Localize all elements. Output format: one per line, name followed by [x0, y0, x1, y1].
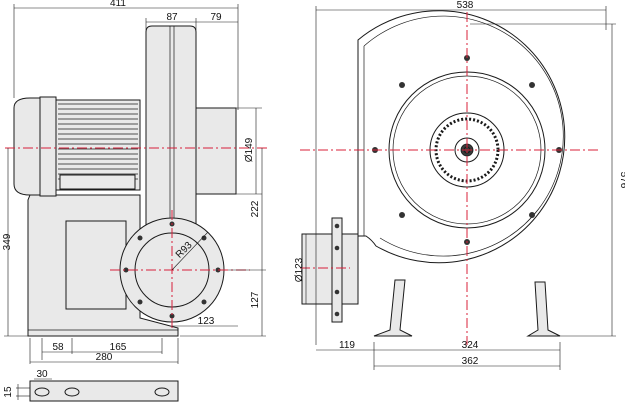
- base-slot-detail: [29, 380, 179, 402]
- dim-127: 127: [250, 291, 261, 308]
- dim-79: 79: [210, 12, 222, 23]
- front-volute-inner: [363, 15, 564, 257]
- front-outlet-flange: [331, 217, 343, 323]
- dim-119: 119: [339, 340, 355, 351]
- side-inlet-duct: [195, 107, 237, 195]
- dim-576: 576: [618, 172, 625, 189]
- front-volute: [357, 10, 566, 264]
- side-flange-bolts: [123, 221, 221, 319]
- dim-538: 538: [457, 0, 474, 11]
- base-slot-1: [34, 387, 50, 397]
- side-view: [5, 25, 270, 337]
- dim-362: 362: [462, 356, 479, 367]
- dim-280: 280: [96, 352, 113, 363]
- dim-324: 324: [462, 340, 479, 351]
- dim-87: 87: [166, 12, 178, 23]
- dim-165: 165: [110, 342, 127, 353]
- front-foot-right: [526, 281, 561, 337]
- front-outlet-bolts: [334, 223, 340, 317]
- dim-349: 349: [2, 233, 13, 250]
- panel-bolt: [399, 212, 405, 218]
- dim-149: Ø149: [244, 137, 255, 162]
- base-slot-2: [64, 387, 80, 397]
- dimension-lines: [4, 4, 616, 400]
- front-foot-left: [373, 279, 413, 337]
- dim-411: 411: [110, 0, 126, 9]
- motor-fins: [58, 103, 138, 180]
- front-panel-bolts: [372, 55, 562, 245]
- base-slot-3: [154, 387, 170, 397]
- front-outlet-duct: [301, 233, 359, 305]
- dim-123-front: Ø123: [294, 257, 305, 282]
- base-plate: [29, 380, 179, 402]
- panel-bolt: [529, 212, 535, 218]
- side-housing: [145, 25, 197, 261]
- dim-222: 222: [250, 200, 261, 217]
- dim-30: 30: [36, 369, 48, 380]
- front-view: [300, 10, 600, 345]
- dim-58: 58: [52, 342, 64, 353]
- motor-terminal-box: [59, 174, 136, 190]
- motor-end-ring: [39, 96, 57, 197]
- dim-15: 15: [3, 386, 14, 398]
- panel-bolt: [529, 82, 535, 88]
- dim-123-side: 123: [198, 316, 215, 327]
- panel-bolt: [399, 82, 405, 88]
